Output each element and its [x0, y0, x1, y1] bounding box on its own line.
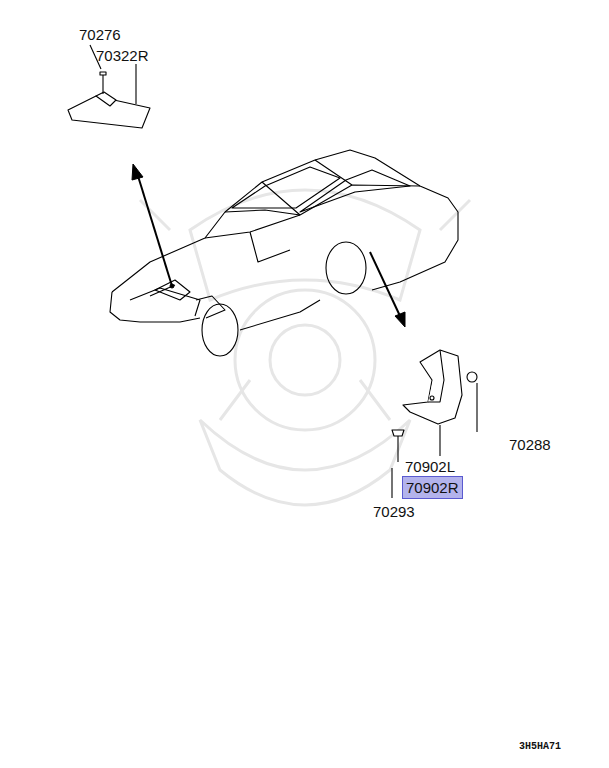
highlight-box: 70902R: [402, 476, 463, 499]
bracket-front: [68, 45, 150, 128]
callout-number: 70902R: [406, 480, 459, 495]
callout-number: 70322R: [96, 48, 149, 63]
car-outline: [110, 150, 458, 356]
bracket-rear: [392, 350, 477, 498]
callout-number: 70288: [509, 437, 551, 452]
locator-arrows: [132, 164, 405, 327]
diagram-code: 3H5HA71: [519, 742, 561, 752]
callout-number: 70276: [79, 27, 121, 42]
watermark: [140, 190, 470, 505]
callout-number: 70293: [373, 504, 415, 519]
callout-number: 70902L: [405, 459, 455, 474]
